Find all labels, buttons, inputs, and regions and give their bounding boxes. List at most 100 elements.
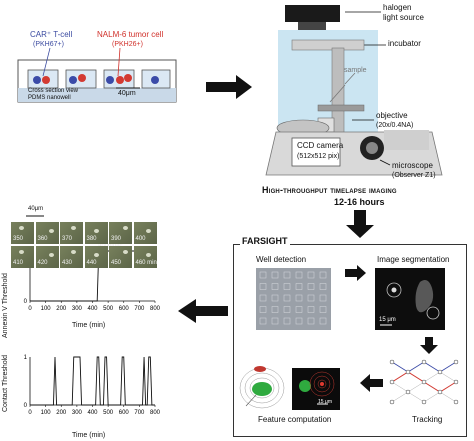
filmstrip-frame [84, 246, 108, 268]
x-tick-label: 0 [28, 306, 32, 312]
x-tick-label: 600 [119, 410, 130, 416]
series-line [30, 356, 155, 406]
frame-time: 450 [111, 260, 122, 266]
frame-time: 420 [37, 260, 48, 266]
track-edge [391, 381, 409, 393]
well-marker [307, 306, 315, 313]
well-marker [307, 317, 315, 325]
well-marker [295, 283, 303, 290]
well-marker [307, 294, 315, 302]
nalm6-sub: (PKH26+) [112, 41, 143, 48]
well-marker [259, 306, 267, 313]
frame-time: 390 [111, 236, 122, 242]
track-edge [407, 381, 425, 393]
track-edge [423, 391, 441, 403]
well-marker [295, 306, 303, 313]
tumor-cell [42, 76, 50, 84]
feature-scale: 15 μm [318, 399, 332, 405]
t-cell [69, 76, 77, 84]
tracking-label: Tracking [412, 415, 443, 424]
incubator-label: incubator [388, 39, 421, 48]
well-marker [271, 317, 279, 325]
cell-blob [71, 250, 76, 254]
track-edge [407, 391, 425, 403]
well-marker [295, 294, 303, 302]
tumor-cell [116, 76, 124, 84]
well-marker [307, 271, 315, 279]
filmstrip-frame [133, 246, 157, 268]
track-node [405, 369, 411, 375]
cell-blob [71, 226, 76, 230]
track-node [421, 399, 427, 405]
well-marker [283, 294, 291, 302]
well-detection-label: Well detection [256, 255, 307, 264]
x-tick-label: 600 [119, 306, 130, 312]
track-node [389, 359, 395, 365]
well-marker [283, 317, 291, 325]
objective-spec: (20x/0.4NA) [376, 122, 414, 129]
ccd-label: CCD camera [297, 141, 344, 150]
track-node [453, 359, 459, 365]
well-marker [319, 306, 327, 313]
x-tick-label: 700 [134, 306, 145, 312]
cell-blob [48, 253, 54, 257]
well-marker [271, 283, 279, 290]
sample-label: sample [344, 67, 367, 74]
annexin-xlabel: Time (min) [72, 322, 106, 329]
cross-section-line2: PDMS nanowell [28, 95, 71, 101]
contact-xlabel: Time (min) [72, 432, 106, 439]
image-segmentation-label: Image segmentation [377, 255, 450, 264]
nanowell-scale: 40μm [118, 90, 136, 97]
well-marker [319, 271, 327, 279]
frame-time: 370 [62, 236, 73, 242]
x-tick-label: 700 [134, 410, 145, 416]
track-node [405, 389, 411, 395]
track-edge [439, 391, 457, 403]
track-node [437, 369, 443, 375]
track-node [389, 379, 395, 385]
track-node [389, 399, 395, 405]
well-marker [295, 271, 303, 279]
frame-time: 440 [86, 260, 97, 266]
cross-section-line1: Cross section view [28, 88, 79, 94]
x-tick-label: 200 [56, 306, 67, 312]
tumor-cell [78, 74, 86, 82]
cell-blob [48, 229, 54, 233]
farsight-panel [233, 244, 467, 437]
well-marker [259, 294, 267, 302]
x-tick-label: 200 [56, 410, 67, 416]
ccd-spec: (512x512 pix) [297, 153, 340, 160]
feature-computation-label: Feature computation [258, 415, 332, 424]
well-marker [295, 317, 303, 325]
cell-blob [93, 229, 99, 233]
t-cell [151, 76, 159, 84]
farsight-title: FARSIGHT [240, 236, 290, 246]
frame-time: 460 min [135, 260, 157, 266]
well-marker [271, 306, 279, 313]
car-t-label: CAR⁺ T-cell [30, 30, 73, 39]
filmstrip-frame [35, 222, 59, 244]
well-marker [307, 283, 315, 290]
frame-time: 360 [37, 236, 48, 242]
track-node [421, 359, 427, 365]
filmstrip-frame [84, 222, 108, 244]
x-tick-label: 800 [150, 306, 161, 312]
well-marker [271, 271, 279, 279]
halogen-label-2: light source [383, 13, 424, 22]
cell-blob [19, 250, 24, 254]
t-cell [33, 76, 41, 84]
microscope-model: (Observer Z1) [392, 172, 436, 179]
track-node [453, 399, 459, 405]
y-tick-label: 0 [24, 299, 28, 305]
cell-blob [123, 226, 128, 230]
y-tick-label: 0 [24, 403, 28, 409]
